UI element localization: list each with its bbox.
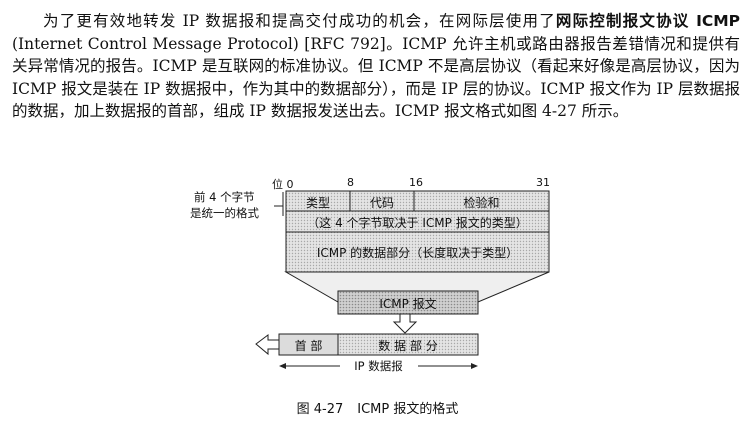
caption-text: ICMP 报文的格式 bbox=[357, 402, 459, 417]
bit-label-0: 位 0 bbox=[272, 178, 294, 191]
header-label: 首 部 bbox=[294, 339, 323, 353]
field-code: 代码 bbox=[369, 196, 394, 210]
bit-label-31: 31 bbox=[536, 176, 550, 189]
side-note-line-2: 是统一的格式 bbox=[190, 206, 259, 220]
row-4-bytes-note: （这 4 个字节取决于 ICMP 报文的类型） bbox=[307, 216, 528, 230]
paragraph-bold-term: 网际控制报文协议 ICMP bbox=[555, 12, 740, 30]
icmp-data-section: ICMP 的数据部分（长度取决于类型） bbox=[316, 246, 519, 260]
data-part-cell bbox=[337, 333, 479, 356]
data-part-label: 数 据 部 分 bbox=[378, 339, 438, 353]
bit-label-8: 8 bbox=[347, 176, 354, 189]
figure-caption: 图 4-27 ICMP 报文的格式 bbox=[0, 398, 755, 417]
field-checksum: 检验和 bbox=[463, 196, 500, 210]
paragraph-text-1: 为了更有效地转发 IP 数据报和提高交付成功的机会，在网际层使用了 bbox=[43, 12, 556, 30]
span-arrowhead-left bbox=[279, 363, 286, 369]
span-arrowhead-right bbox=[471, 363, 478, 369]
field-type: 类型 bbox=[305, 196, 330, 210]
body-paragraph: 为了更有效地转发 IP 数据报和提高交付成功的机会，在网际层使用了网际控制报文协… bbox=[12, 10, 740, 123]
left-arrow-icon bbox=[255, 334, 280, 356]
side-note-line-1: 前 4 个字节 bbox=[194, 190, 255, 204]
caption-number: 图 4-27 bbox=[296, 402, 344, 417]
down-arrow-icon bbox=[392, 313, 418, 334]
icmp-message-label: ICMP 报文 bbox=[379, 297, 437, 311]
paragraph-text-2: (Internet Control Message Protocol) [RFC… bbox=[12, 34, 740, 121]
ip-datagram-label: IP 数据报 bbox=[354, 359, 403, 373]
bit-label-16: 16 bbox=[409, 176, 423, 189]
